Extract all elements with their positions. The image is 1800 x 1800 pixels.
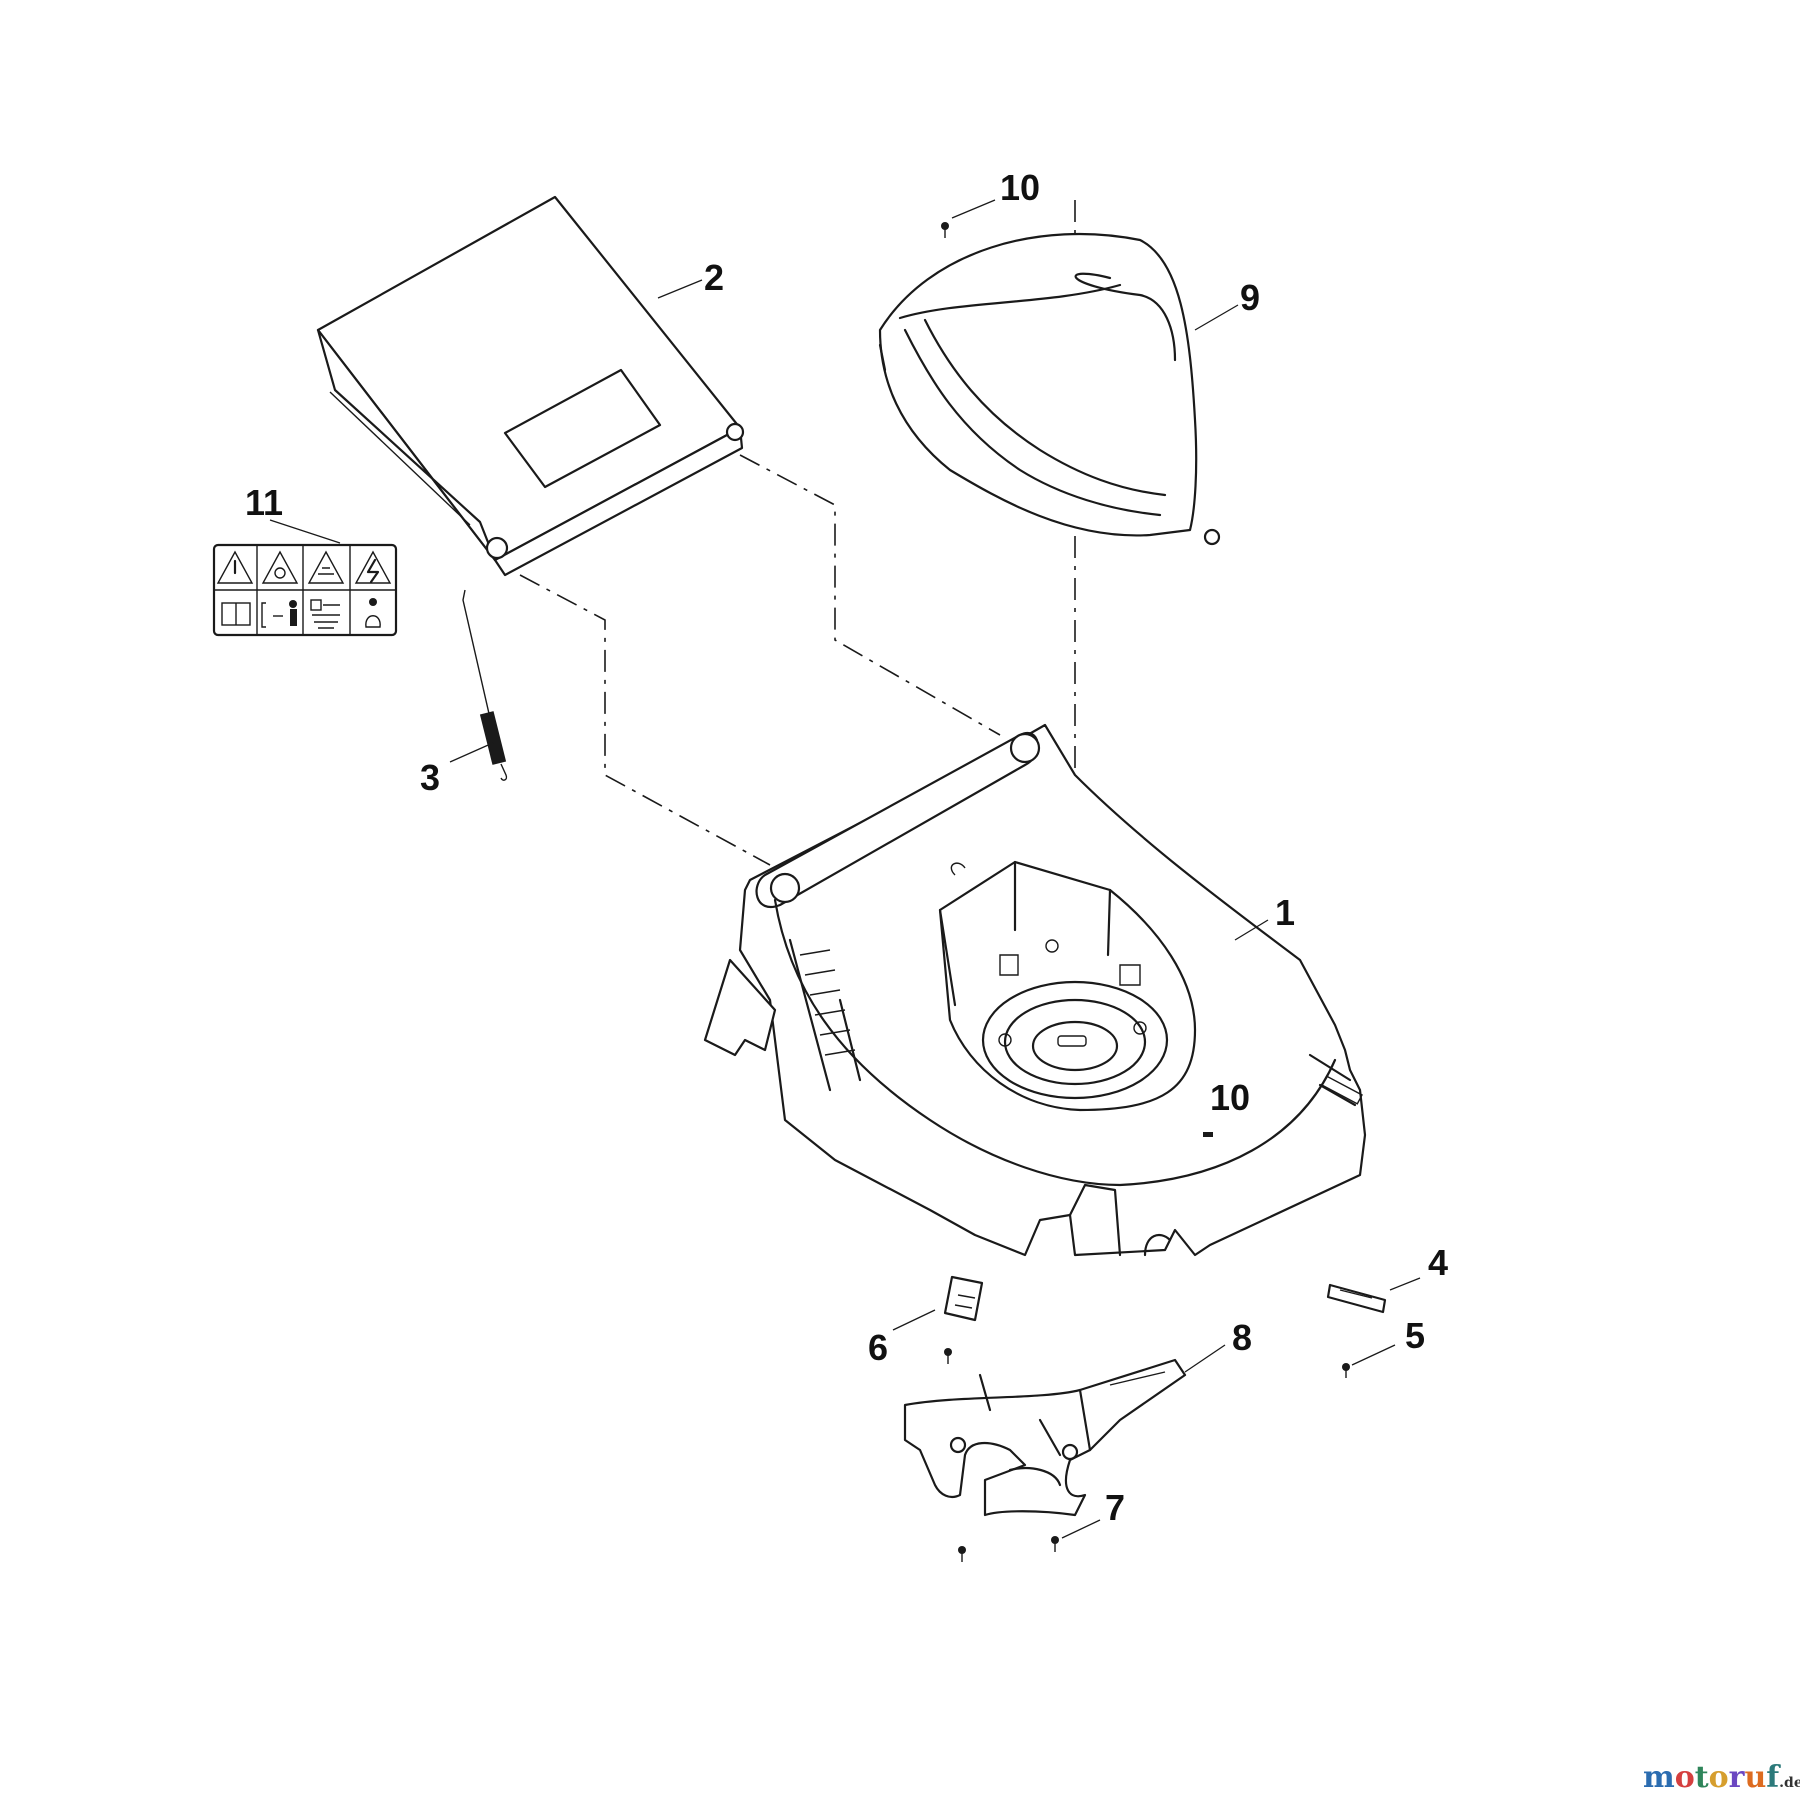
wm-suffix: .de: [1779, 1775, 1800, 1791]
bystanders-away-icon: [365, 598, 381, 628]
part-11-warning-label: [212, 543, 398, 637]
callout-10-deck: 10: [1210, 1077, 1250, 1118]
watermark-wordmark: motoruf.de: [1643, 1760, 1800, 1795]
callout-8: 8: [1232, 1317, 1252, 1358]
part-6-clip: [943, 1275, 984, 1322]
wm-letter: f: [1766, 1760, 1781, 1795]
callout-7: 7: [1105, 1487, 1125, 1528]
keep-distance-icon: [261, 600, 297, 628]
part-5-screw: [1342, 1363, 1350, 1378]
callout-1: 1: [1275, 892, 1295, 933]
part-4-insert: [1326, 1283, 1387, 1314]
screw-10-top: [941, 222, 949, 238]
part-9-motor-cover: [878, 232, 1221, 546]
unplug-before-maintenance-icon: [310, 599, 340, 629]
callout-labels: 10 2 9 11 3 1 10 4 6 8 5 7: [245, 167, 1448, 1528]
callout-5: 5: [1405, 1315, 1425, 1356]
read-manual-icon: [221, 602, 251, 626]
thrown-objects-triangle-icon: [307, 550, 345, 584]
wm-letter: m: [1643, 1760, 1675, 1795]
part-2-catcher-lid: [316, 195, 745, 577]
callout-6: 6: [868, 1327, 888, 1368]
warning-triangle-icon: [216, 550, 254, 584]
callout-10-top: 10: [1000, 167, 1040, 208]
wm-letter: o: [1709, 1760, 1729, 1795]
hazard-triangle-icon: [261, 550, 299, 584]
motoruf-watermark-logo: motoruf.de: [1643, 1760, 1800, 1795]
wm-letter: r: [1729, 1760, 1746, 1795]
side-vents: [788, 938, 862, 1092]
callout-2: 2: [704, 257, 724, 298]
screw-6: [944, 1348, 952, 1364]
part-1-deck-housing: [703, 723, 1367, 1257]
wm-letter: t: [1695, 1760, 1709, 1795]
part-7-screws: [958, 1536, 1059, 1562]
wm-letter: o: [1675, 1760, 1695, 1795]
electric-shock-triangle-icon: [354, 550, 392, 584]
callout-4: 4: [1428, 1242, 1448, 1283]
wm-letter: u: [1744, 1760, 1766, 1795]
callout-9: 9: [1240, 277, 1260, 318]
callout-3: 3: [420, 757, 440, 798]
leader-lines: [269, 199, 1421, 1539]
part-3-spring: [462, 589, 508, 781]
callout-11: 11: [245, 482, 283, 523]
part-8-baffle: [903, 1358, 1187, 1517]
